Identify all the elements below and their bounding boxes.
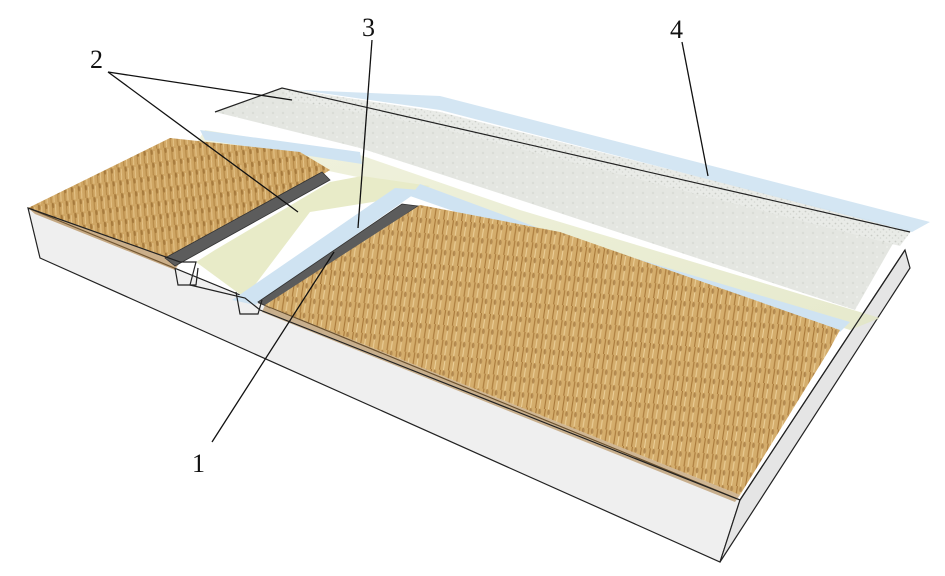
leader-4	[681, 41, 709, 177]
wheat-field-left	[28, 138, 330, 270]
grass-strip-middle	[196, 176, 430, 298]
grass-strip-upper	[195, 130, 880, 330]
water-channel-4	[300, 90, 930, 232]
leader-2-to-grass	[107, 71, 299, 213]
wheat-field-right-surface	[265, 205, 840, 495]
road-embankment	[214, 87, 930, 310]
water-channel-middle	[232, 188, 420, 305]
gravel-edge	[282, 88, 912, 246]
callout-label-4: 4	[670, 15, 683, 44]
grass-strips	[195, 130, 880, 330]
callout-label-1: 1	[192, 449, 205, 478]
drain-pipe-left	[164, 171, 331, 267]
road-surface	[215, 88, 895, 310]
leader-2-to-road	[107, 71, 293, 101]
callout-leaders	[107, 39, 709, 443]
leader-1	[211, 251, 335, 443]
callout-label-2: 2	[90, 45, 103, 74]
wheat-field-left-shade	[28, 208, 180, 270]
leader-3	[357, 39, 373, 229]
step-notch-right	[235, 291, 263, 315]
water-channel-upper	[200, 130, 362, 164]
wheat-field-left-surface	[28, 138, 330, 262]
callout-label-3: 3	[362, 13, 375, 42]
block-outline	[27, 207, 906, 501]
road-edge-line	[214, 87, 911, 233]
step-notch-left	[174, 267, 199, 286]
